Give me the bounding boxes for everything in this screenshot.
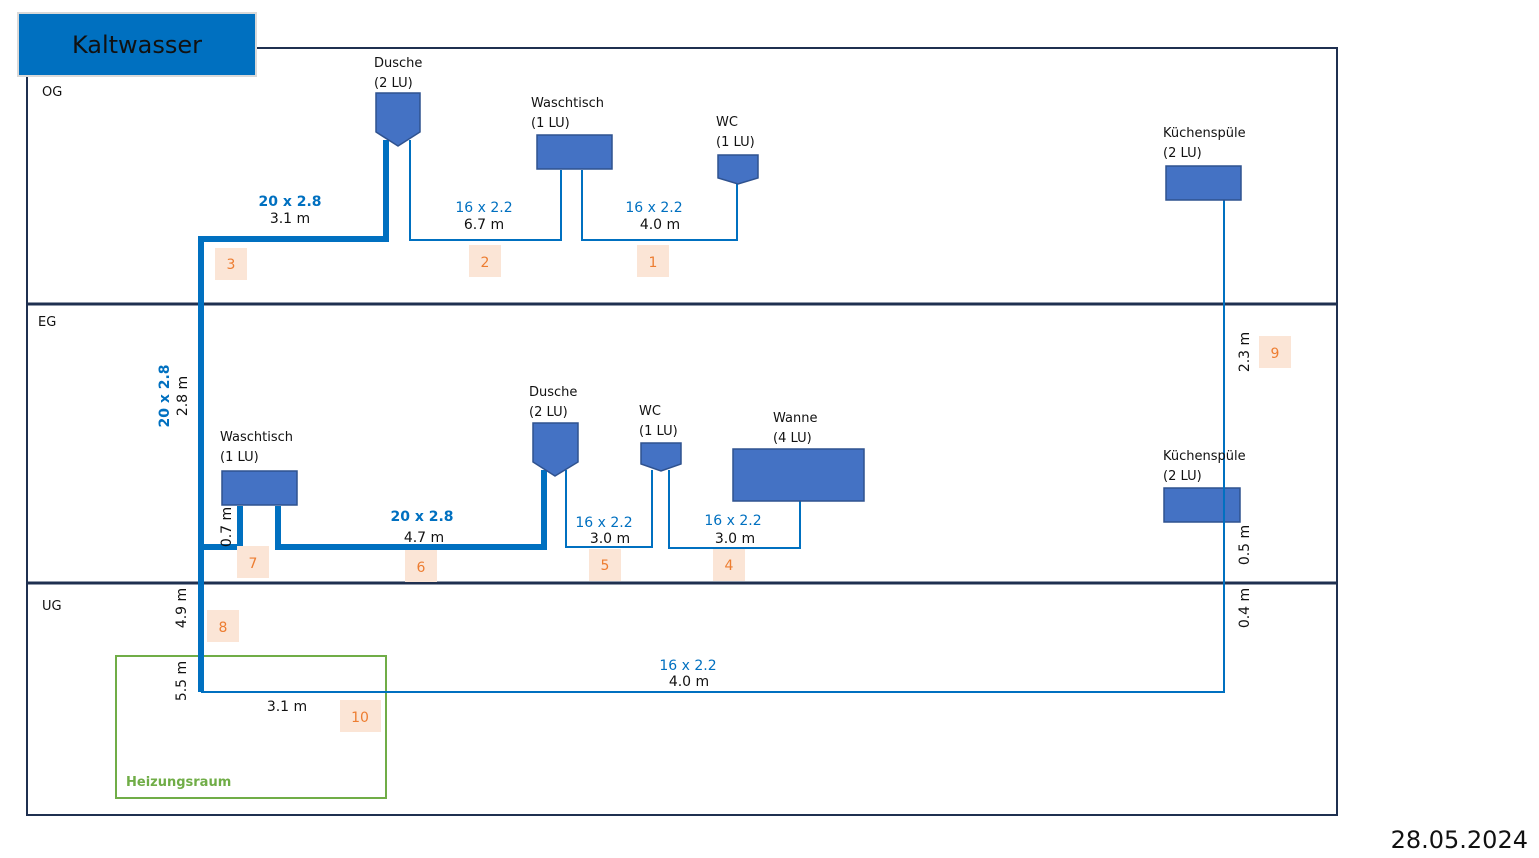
pipe-section-6 xyxy=(275,470,547,550)
label-eg-dusche-name: Dusche xyxy=(529,385,577,400)
fixture-eg-wanne xyxy=(732,448,865,502)
pipe-labels: 20 x 2.8 3.1 m 16 x 2.2 6.7 m 16 x 2.2 4… xyxy=(157,194,1253,715)
fixture-og-kuechenspuele xyxy=(1165,165,1242,201)
pipe-section-5 xyxy=(565,470,653,548)
dim-section-2: 16 x 2.2 xyxy=(455,200,512,216)
section-badges: 1 2 3 4 5 6 7 8 9 10 xyxy=(207,245,1291,732)
label-eg-kuechenspuele-name: Küchenspüle xyxy=(1163,449,1246,464)
len-section-6: 4.7 m xyxy=(404,530,444,546)
title-background xyxy=(17,12,257,77)
fixture-labels: Dusche (2 LU) Waschtisch (1 LU) WC (1 LU… xyxy=(220,56,1246,484)
fixture-eg-kuechenspuele xyxy=(1163,487,1241,523)
pipe-section-10-9 xyxy=(201,200,1225,693)
building-frame xyxy=(26,47,1338,816)
badge-6-bg xyxy=(405,550,437,582)
floor-label-eg: EG xyxy=(38,315,56,330)
title-box: Kaltwasser xyxy=(17,12,257,77)
len-ug-main: 4.0 m xyxy=(669,674,709,690)
label-eg-wc-lu: (1 LU) xyxy=(639,424,678,439)
fixture-og-dusche xyxy=(375,92,421,147)
label-og-dusche-name: Dusche xyxy=(374,56,422,71)
dim-riser: 20 x 2.8 xyxy=(157,364,173,427)
label-og-wc-lu: (1 LU) xyxy=(716,135,755,150)
len-kitchen-eg: 0.5 m xyxy=(1237,525,1253,565)
badge-8-bg xyxy=(207,610,239,642)
len-section-2: 6.7 m xyxy=(464,217,504,233)
badge-6: 6 xyxy=(417,560,426,576)
dim-section-5: 16 x 2.2 xyxy=(575,515,632,531)
dim-section-4: 16 x 2.2 xyxy=(704,513,761,529)
label-eg-dusche-lu: (2 LU) xyxy=(529,405,568,420)
fixture-og-wc xyxy=(717,154,759,185)
len-section-4: 3.0 m xyxy=(715,531,755,547)
label-og-waschtisch-lu: (1 LU) xyxy=(531,116,570,131)
len-section-1: 4.0 m xyxy=(640,217,680,233)
len-section-5: 3.0 m xyxy=(590,531,630,547)
len-section-8: 4.9 m xyxy=(174,588,190,628)
dim-section-1: 16 x 2.2 xyxy=(625,200,682,216)
badge-3-bg xyxy=(215,248,247,280)
badge-9: 9 xyxy=(1271,346,1280,362)
fixture-og-waschtisch xyxy=(536,134,613,170)
date-label: 28.05.2024 xyxy=(1391,826,1528,854)
floor-label-ug: UG xyxy=(42,599,62,614)
badge-7: 7 xyxy=(249,556,258,572)
fixture-eg-dusche xyxy=(532,422,579,477)
dim-section-6: 20 x 2.8 xyxy=(390,509,453,525)
pipe-section-4 xyxy=(668,470,801,549)
heating-room-label: Heizungsraum xyxy=(126,775,231,790)
len-ug-riser: 5.5 m xyxy=(174,661,190,701)
len-section-7: 0.7 m xyxy=(219,507,235,547)
label-og-dusche-lu: (2 LU) xyxy=(374,76,413,91)
len-section-9: 2.3 m xyxy=(1237,332,1253,372)
label-og-kuechenspuele-name: Küchenspüle xyxy=(1163,126,1246,141)
label-og-waschtisch-name: Waschtisch xyxy=(531,96,604,111)
label-og-wc-name: WC xyxy=(716,115,738,130)
label-eg-kuechenspuele-lu: (2 LU) xyxy=(1163,469,1202,484)
label-eg-wanne-name: Wanne xyxy=(773,411,817,426)
len-section-3: 3.1 m xyxy=(270,211,310,227)
badge-1: 1 xyxy=(649,255,658,271)
label-eg-wanne-lu: (4 LU) xyxy=(773,431,812,446)
heating-room xyxy=(115,655,387,799)
dim-ug-main: 16 x 2.2 xyxy=(659,658,716,674)
badge-5: 5 xyxy=(601,558,610,574)
badge-2-bg xyxy=(469,245,501,277)
badge-2: 2 xyxy=(481,255,490,271)
label-eg-wc-name: WC xyxy=(639,404,661,419)
badge-10: 10 xyxy=(351,710,369,726)
badge-1-bg xyxy=(637,245,669,277)
pipe-section-1 xyxy=(581,170,738,241)
fixture-eg-wc xyxy=(640,442,682,472)
len-section-10: 3.1 m xyxy=(267,699,307,715)
label-og-kuechenspuele-lu: (2 LU) xyxy=(1163,146,1202,161)
badge-3: 3 xyxy=(227,257,236,273)
badge-8: 8 xyxy=(219,620,228,636)
len-riser: 2.8 m xyxy=(175,376,191,416)
label-eg-waschtisch-name: Waschtisch xyxy=(220,430,293,445)
floor-label-og: OG xyxy=(42,85,62,100)
badge-5-bg xyxy=(589,549,621,581)
fixture-eg-waschtisch xyxy=(221,470,298,506)
badge-9-bg xyxy=(1259,336,1291,368)
dim-section-3: 20 x 2.8 xyxy=(258,194,321,210)
badge-4: 4 xyxy=(725,558,734,574)
label-eg-waschtisch-lu: (1 LU) xyxy=(220,450,259,465)
len-kitchen-ug: 0.4 m xyxy=(1237,588,1253,628)
pipe-main-riser xyxy=(198,140,389,692)
page-title: Kaltwasser xyxy=(72,31,202,59)
badge-4-bg xyxy=(713,549,745,581)
pipe-section-2 xyxy=(409,140,562,241)
badge-10-bg xyxy=(340,700,381,732)
badge-7-bg xyxy=(237,546,269,578)
